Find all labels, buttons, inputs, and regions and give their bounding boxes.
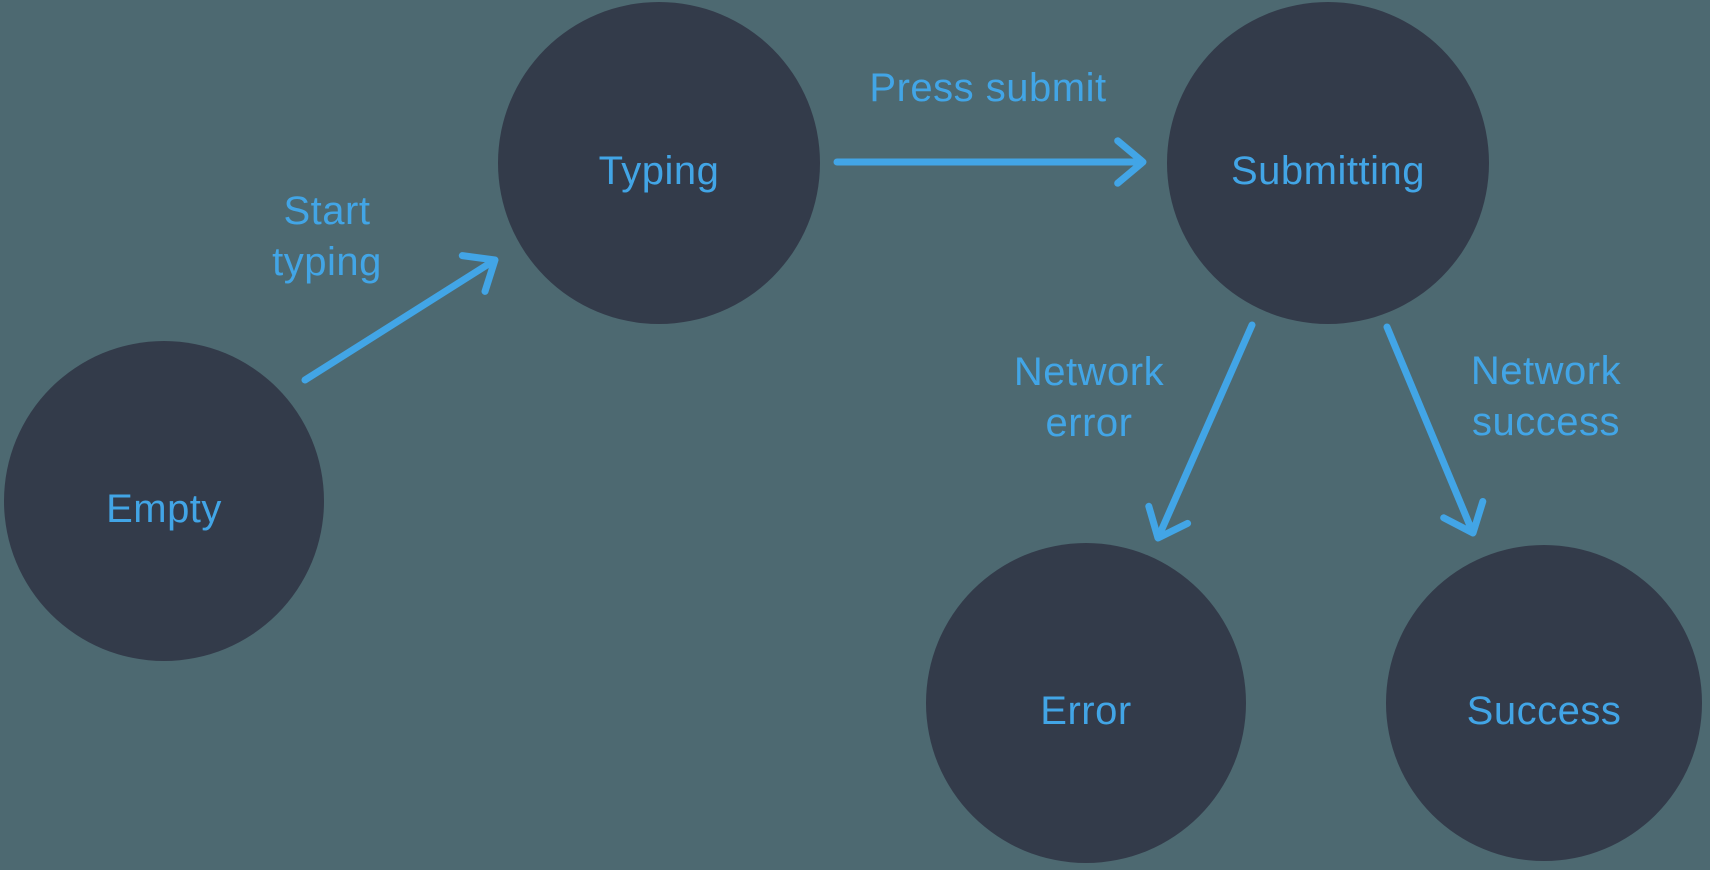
transition-label-network-success: Network success <box>1471 349 1622 444</box>
state-label-success: Success <box>1467 689 1622 733</box>
transition-label-line: Start <box>284 189 371 233</box>
transition-label-line: Press submit <box>869 66 1106 110</box>
state-label-submitting: Submitting <box>1231 149 1425 193</box>
state-label-empty: Empty <box>106 487 222 531</box>
transition-label-line: Network <box>1471 349 1622 393</box>
state-circle-empty <box>4 341 324 661</box>
arrowhead-icon-start-typing <box>458 252 499 295</box>
transition-label-press-submit: Press submit <box>869 66 1106 110</box>
transition-label-line: success <box>1472 400 1620 444</box>
state-label-typing: Typing <box>599 149 720 193</box>
state-circle-success <box>1386 545 1702 861</box>
transition-label-line: Network <box>1014 350 1165 394</box>
arrowhead-icon-network-success <box>1440 498 1487 537</box>
transition-label-line: error <box>1046 401 1133 445</box>
state-circle-typing <box>498 2 820 324</box>
transition-label-network-error: Network error <box>1014 350 1165 445</box>
transition-arrow-network-success <box>1383 323 1476 534</box>
transition-label-start-typing: Start typing <box>272 189 382 284</box>
transition-arrow-start-typing <box>301 258 496 384</box>
state-label-error: Error <box>1040 689 1131 733</box>
arrowhead-icon-press-submit <box>1114 137 1147 187</box>
state-circle-submitting <box>1167 2 1489 324</box>
transition-label-line: typing <box>272 240 382 284</box>
state-circle-error <box>926 543 1246 863</box>
transition-arrow-network-error <box>1155 321 1256 539</box>
arrowhead-icon-network-error <box>1145 502 1192 542</box>
